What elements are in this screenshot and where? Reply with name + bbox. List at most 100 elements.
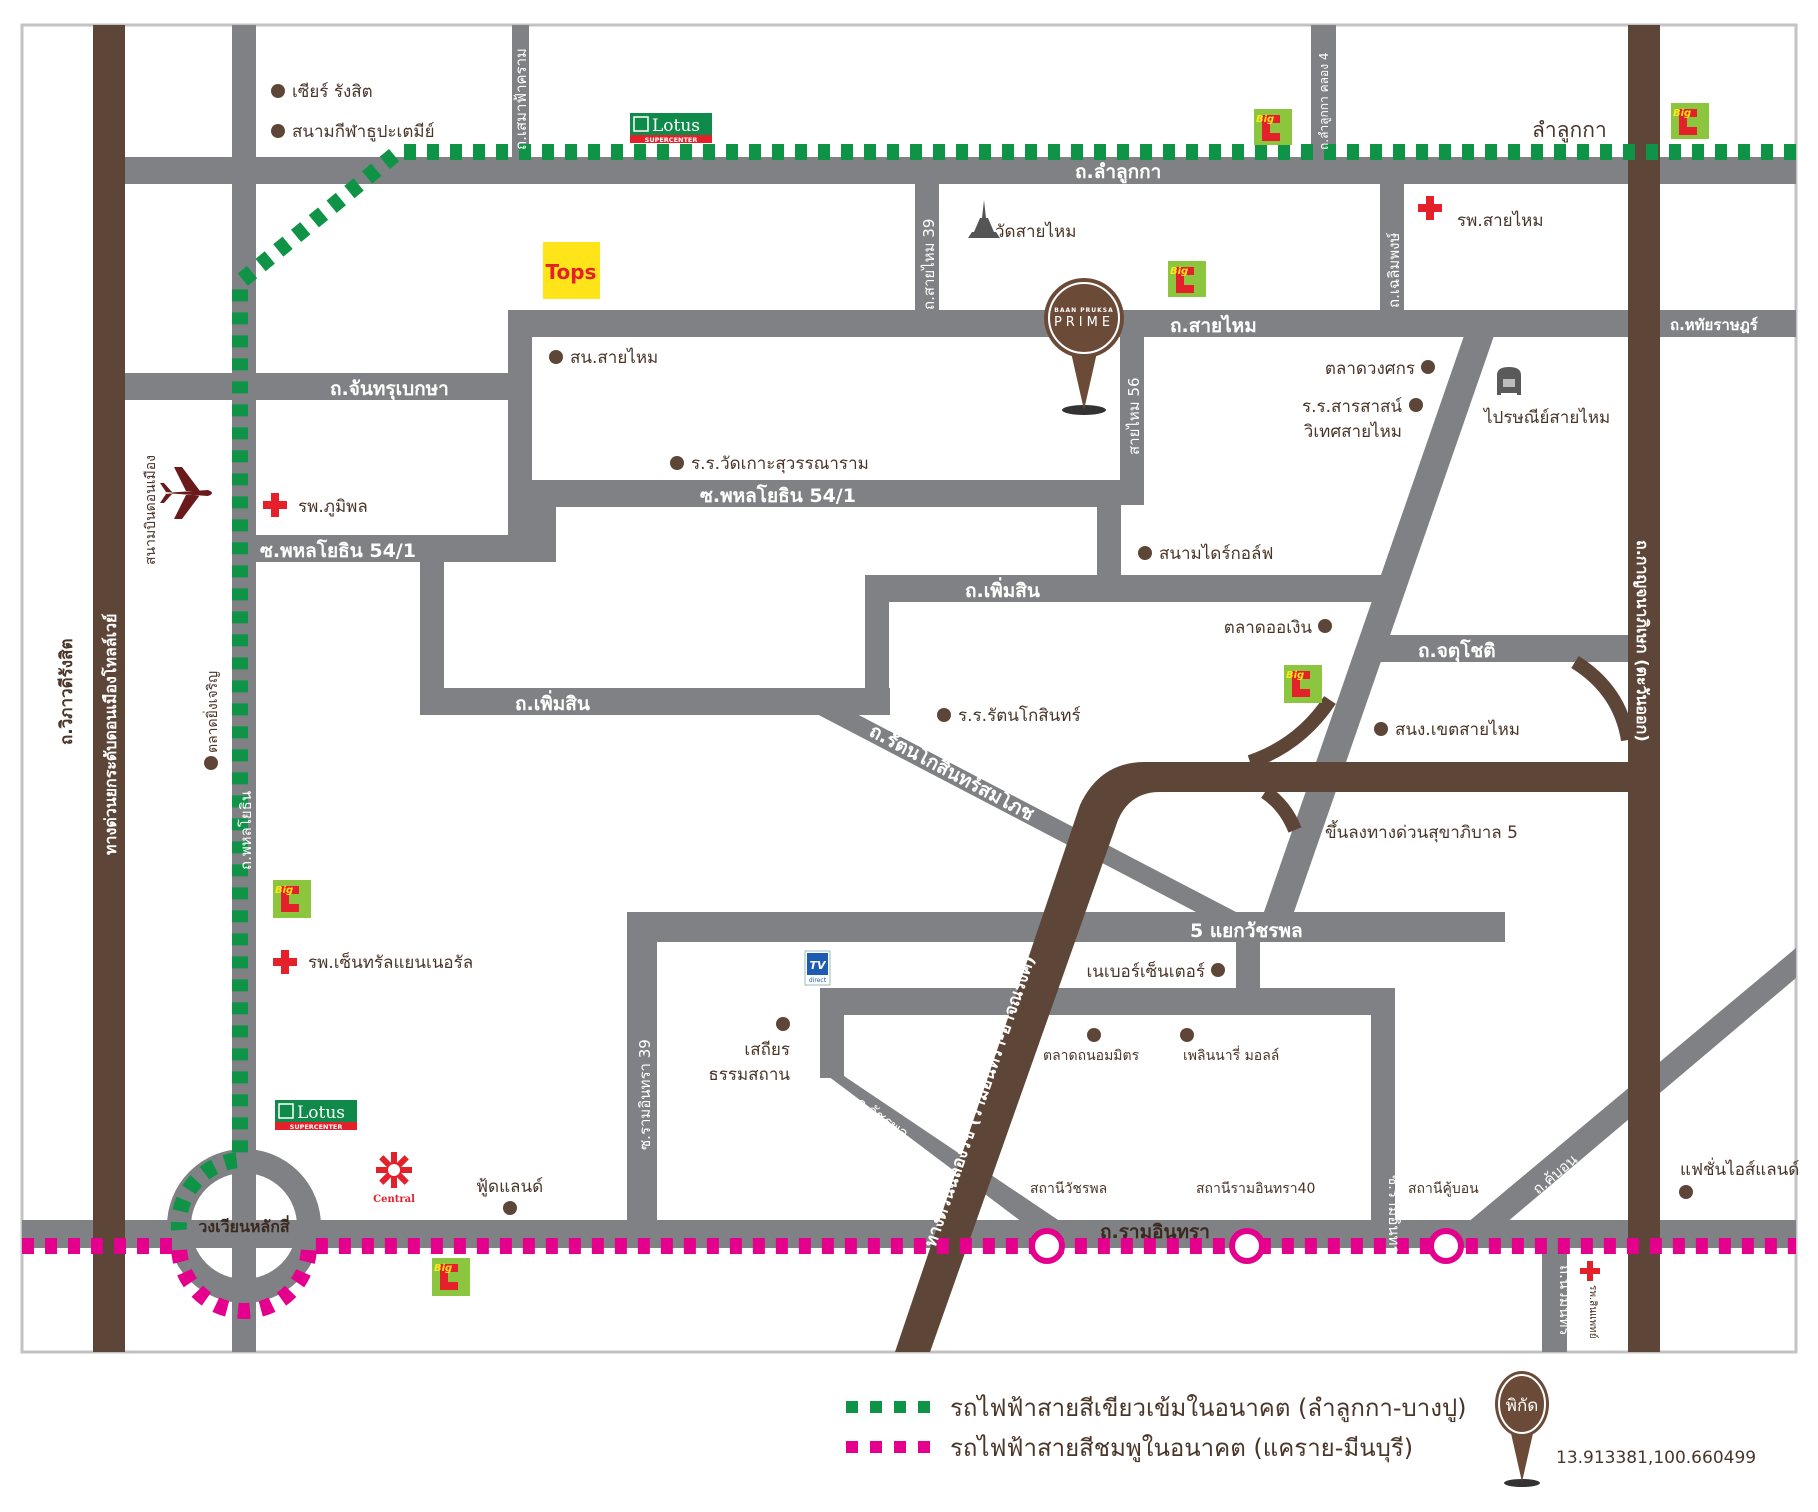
poi-wat-saimai: วัดสายไหม [995,221,1076,242]
poi-dot [937,708,951,722]
road-chatuchot [1370,635,1632,662]
road-phoemsin-upper [865,575,1385,602]
road-chaloemphong [1380,180,1404,315]
hospital-icon [1418,196,1442,220]
poi-dot [1138,546,1152,560]
project-location-pin[interactable]: BAAN PRUKSA PRIME [1044,278,1124,415]
lotus-logo: Lotus SUPERCENTER [630,113,712,144]
station-ramintra40-marker [1229,1228,1265,1264]
poi-station-khubon: สถานีคู้บอน [1408,1181,1479,1197]
poi-bhumibol-hospital: รพ.ภูมิพล [298,497,368,517]
label-saimai-road: ถ.สายไหม [1170,314,1257,337]
svg-text:พิกัด: พิกัด [1506,1396,1539,1416]
poi-sarasas-school: ร.ร.สารสาสน์ [1302,397,1402,417]
ramp-east [1571,656,1635,742]
pin-ring [1048,282,1120,354]
svg-text:Central: Central [373,1194,415,1205]
road-lamlukka-khlong4 [1311,25,1336,160]
poi-saimai-hospital: รพ.สายไหม [1457,210,1544,231]
label-lamlukka-khlong4: ถ.ลำลูกกา คลอง 4 [1317,52,1332,150]
road-saimai [508,310,1796,337]
road-loop-left [420,550,444,710]
road-network [22,25,1796,1352]
label-lamlukka-road: ถ.ลำลูกกา [1075,161,1161,184]
legend-green-line: รถไฟฟ้าสายสีเขียวเข้มในอนาคต (ลำลูกกา-บา… [950,1394,1467,1423]
road-saimai39 [915,180,939,315]
label-chatuchot: ถ.จตุโชติ [1418,639,1496,663]
road-sema-fakhram [512,25,529,160]
poi-don-mueang-airport: สนามบินดอนเมือง [143,455,159,565]
poi-dot [549,350,563,364]
label-haiyarat: ถ.หทัยราษฎร์ [1670,316,1759,334]
road-ramintra39 [627,912,657,1232]
poi-foodland: ฟู้ดแลนด์ [476,1177,543,1197]
poi-dot [1318,619,1332,633]
poi-station-watcharaphon: สถานีวัชรพล [1030,1181,1107,1197]
poi-central-general-hospital: รพ.เซ็นทรัลแยนเนอรัล [308,951,473,973]
label-ramintra: ถ.รามอินทรา [1100,1221,1210,1243]
label-chaloemphong: ถ.เฉลิมพงษ์ [1385,232,1403,308]
road-watcharaphon [820,1070,1070,1228]
svg-text:Lotus: Lotus [297,1103,345,1123]
station-khubon-marker [1428,1228,1464,1264]
tollway [93,25,125,1352]
poi-sathira-line2: ธรรมสถาน [708,1065,790,1085]
label-lamlukka-area: ลำลูกกา [1532,118,1607,143]
bigc-logo: Big [1671,103,1709,139]
pink-line-future [22,1238,1796,1319]
label-phoemsin-upper: ถ.เพิ่มสิน [965,577,1040,602]
poi-saimai-police: สน.สายไหม [570,347,658,368]
hospital-icon [1580,1261,1600,1281]
poi-dot [204,756,218,770]
label-kanchanaphisek: ถ.กาญจนาภิเษก (ตะวันออก) [1632,540,1652,742]
mailbox-icon [1497,367,1521,395]
temple-icon [968,200,1000,238]
poi-dot [1211,963,1225,977]
chalong-rat-expressway [895,762,1628,1352]
hospital-icon [263,493,287,517]
pois: เซียร์ รังสิต สนามกีฬาธูปะเตมีย์ วัดสายไ… [143,82,1799,1339]
label-nawamin: ถ.นวมินทร์ [1556,1265,1574,1336]
legend-pink-swatch [846,1441,930,1453]
road-soi-54-1-mid [532,480,1120,507]
road-inner-loop-top [820,988,1395,1015]
pin-brand-large: PRIME [1054,315,1114,330]
label-phoemsin-left: ถ.เพิ่มสิน [515,690,590,715]
poi-dot [503,1201,517,1215]
road-saimai56 [1120,330,1144,505]
svg-text:SUPERCENTER: SUPERCENTER [290,1123,343,1131]
poi-dot [1180,1028,1194,1042]
label-ramintra65: ซ.รามอินทรา 65 [1385,1175,1403,1286]
poi-dot [776,1017,790,1031]
road-lamlukka [125,157,1796,184]
label-tollway: ทางด่วนยกระดับดอนเมืองโทลล์เวย์ [100,614,120,855]
road-ratanakosin [790,700,1280,935]
road-connector [532,480,556,562]
ramp-north [1247,696,1336,769]
poi-talad-duangsakorn: ตลาดวงศกร [1325,359,1415,379]
poi-dot [670,456,684,470]
poi-sathira: เสถียร [744,1040,790,1060]
kanchanaphisek-road [1628,25,1660,1352]
coordinates-pin-icon: พิกัด [1495,1371,1549,1487]
svg-text:TV: TV [809,959,827,972]
poi-future-park: เซียร์ รังสิต [292,82,373,102]
legend-pink-line: รถไฟฟ้าสายสีชมพูในอนาคต (แคราย-มีนบุรี) [950,1434,1413,1463]
tv-direct-logo: TV direct [804,950,831,986]
svg-text:Big: Big [1673,108,1691,119]
poi-dot [271,84,285,98]
station-watcharaphon-marker [1029,1228,1065,1264]
legend-green-swatch [846,1401,930,1413]
lotus-logo: Lotus SUPERCENTER [275,1100,357,1131]
poi-talad-thanommit: ตลาดถนอมมิตร [1043,1048,1140,1064]
svg-text:Big: Big [1256,114,1274,125]
bigc-logo: Big [432,1258,470,1296]
svg-text:Lotus: Lotus [652,116,700,136]
poi-thupatemi-stadium: สนามกีฬาธูปะเตมีย์ [292,122,435,142]
highways [93,25,1660,1352]
pin-stem [1070,348,1098,410]
label-watcharaphon-junction: 5 แยกวัชรพล [1190,920,1303,942]
svg-text:direct: direct [809,977,827,984]
ramp-south [1260,786,1302,833]
road-nawamin [1542,1240,1567,1352]
